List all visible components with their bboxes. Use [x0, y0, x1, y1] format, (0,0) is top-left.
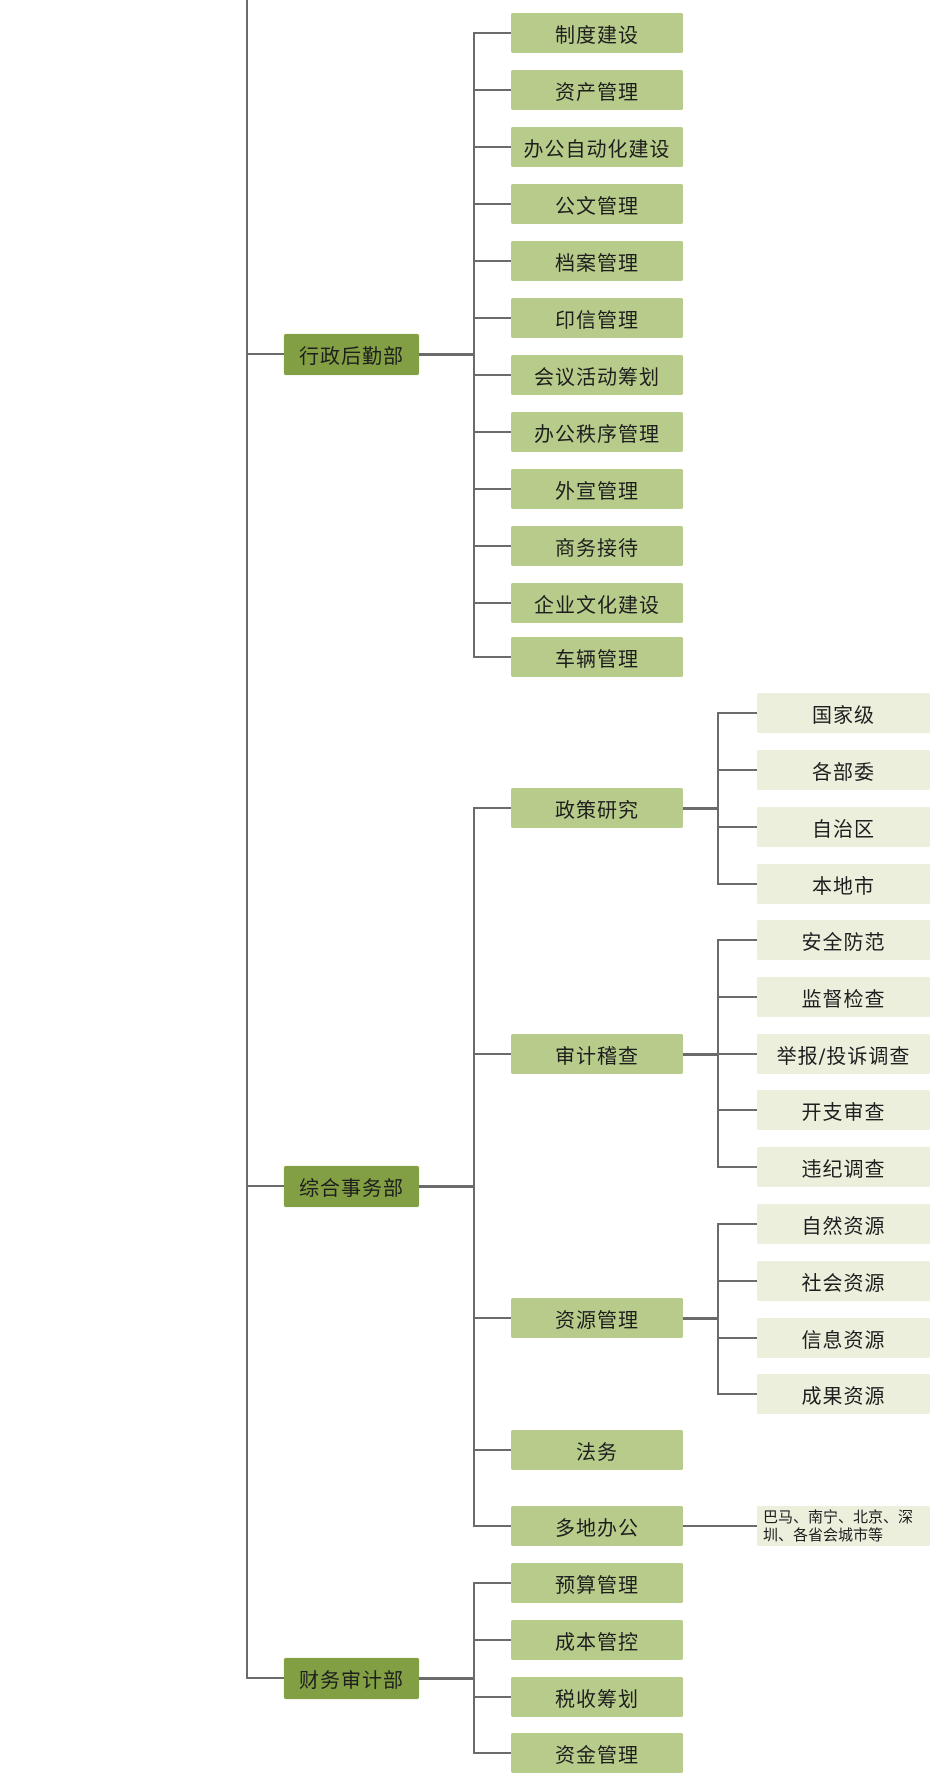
function-branch-connector	[474, 431, 511, 433]
function-node[interactable]: 法务	[511, 1430, 683, 1470]
department-to-group-connector	[419, 353, 474, 356]
subfunction-node[interactable]: 违纪调查	[757, 1147, 930, 1187]
function-group-spine	[473, 32, 475, 658]
function-branch-connector	[474, 1696, 511, 1698]
function-branch-connector	[474, 488, 511, 490]
subfunction-node[interactable]: 社会资源	[757, 1261, 930, 1301]
function-to-sub-connector	[683, 807, 718, 810]
function-branch-connector	[474, 89, 511, 91]
subfunction-node[interactable]: 安全防范	[757, 920, 930, 960]
subfunction-branch-connector	[718, 1109, 757, 1111]
office-locations-node[interactable]: 巴马、南宁、北京、深圳、各省会城市等	[757, 1506, 930, 1546]
function-node[interactable]: 办公秩序管理	[511, 412, 683, 452]
trunk-connector	[246, 0, 248, 1679]
subfunction-branch-connector	[718, 939, 757, 941]
function-branch-connector	[474, 1639, 511, 1641]
function-node[interactable]: 审计稽查	[511, 1034, 683, 1074]
subfunction-node[interactable]: 自治区	[757, 807, 930, 847]
subfunction-node[interactable]: 自然资源	[757, 1204, 930, 1244]
subfunction-branch-connector	[718, 826, 757, 828]
function-node[interactable]: 预算管理	[511, 1563, 683, 1603]
function-node[interactable]: 多地办公	[511, 1506, 683, 1546]
subfunction-node[interactable]: 本地市	[757, 864, 930, 904]
function-branch-connector	[474, 1317, 511, 1319]
function-branch-connector	[474, 1053, 511, 1055]
function-node[interactable]: 制度建设	[511, 13, 683, 53]
function-branch-connector	[474, 602, 511, 604]
function-node[interactable]: 资金管理	[511, 1733, 683, 1773]
function-group-spine	[473, 1582, 475, 1754]
department-node[interactable]: 财务审计部	[284, 1657, 419, 1699]
function-branch-connector	[474, 1525, 511, 1527]
department-to-group-connector	[419, 1677, 474, 1680]
subfunction-node[interactable]: 监督检查	[757, 977, 930, 1017]
function-node[interactable]: 商务接待	[511, 526, 683, 566]
function-node[interactable]: 档案管理	[511, 241, 683, 281]
function-to-sub-connector	[683, 1053, 718, 1056]
subfunction-spine	[717, 712, 719, 885]
function-node[interactable]: 成本管控	[511, 1620, 683, 1660]
subfunction-node[interactable]: 国家级	[757, 693, 930, 733]
department-branch-connector	[247, 1677, 284, 1679]
function-branch-connector	[474, 1752, 511, 1754]
subfunction-node[interactable]: 举报/投诉调查	[757, 1034, 930, 1074]
subfunction-connector	[683, 1525, 757, 1527]
subfunction-branch-connector	[718, 1393, 757, 1395]
function-branch-connector	[474, 32, 511, 34]
subfunction-node[interactable]: 信息资源	[757, 1318, 930, 1358]
function-node[interactable]: 办公自动化建设	[511, 127, 683, 167]
subfunction-branch-connector	[718, 1053, 757, 1055]
function-group-spine	[473, 807, 475, 1527]
function-node[interactable]: 政策研究	[511, 788, 683, 828]
subfunction-branch-connector	[718, 1223, 757, 1225]
function-node[interactable]: 税收筹划	[511, 1677, 683, 1717]
department-branch-connector	[247, 1185, 284, 1187]
subfunction-branch-connector	[718, 1166, 757, 1168]
function-branch-connector	[474, 545, 511, 547]
function-node[interactable]: 外宣管理	[511, 469, 683, 509]
subfunction-spine	[717, 1223, 719, 1395]
function-branch-connector	[474, 1449, 511, 1451]
subfunction-branch-connector	[718, 996, 757, 998]
function-branch-connector	[474, 146, 511, 148]
function-branch-connector	[474, 203, 511, 205]
function-branch-connector	[474, 374, 511, 376]
function-node[interactable]: 企业文化建设	[511, 583, 683, 623]
subfunction-branch-connector	[718, 769, 757, 771]
function-branch-connector	[474, 807, 511, 809]
function-branch-connector	[474, 656, 511, 658]
function-node[interactable]: 车辆管理	[511, 637, 683, 677]
subfunction-node[interactable]: 各部委	[757, 750, 930, 790]
function-node[interactable]: 会议活动筹划	[511, 355, 683, 395]
function-branch-connector	[474, 1582, 511, 1584]
department-node[interactable]: 综合事务部	[284, 1165, 419, 1207]
function-node[interactable]: 印信管理	[511, 298, 683, 338]
department-branch-connector	[247, 353, 284, 355]
subfunction-branch-connector	[718, 712, 757, 714]
department-to-group-connector	[419, 1185, 474, 1188]
subfunction-branch-connector	[718, 883, 757, 885]
function-branch-connector	[474, 260, 511, 262]
subfunction-node[interactable]: 成果资源	[757, 1374, 930, 1414]
function-node[interactable]: 资产管理	[511, 70, 683, 110]
function-to-sub-connector	[683, 1317, 718, 1320]
subfunction-node[interactable]: 开支审查	[757, 1090, 930, 1130]
subfunction-branch-connector	[718, 1337, 757, 1339]
function-branch-connector	[474, 317, 511, 319]
function-node[interactable]: 公文管理	[511, 184, 683, 224]
subfunction-branch-connector	[718, 1280, 757, 1282]
department-node[interactable]: 行政后勤部	[284, 333, 419, 375]
function-node[interactable]: 资源管理	[511, 1298, 683, 1338]
